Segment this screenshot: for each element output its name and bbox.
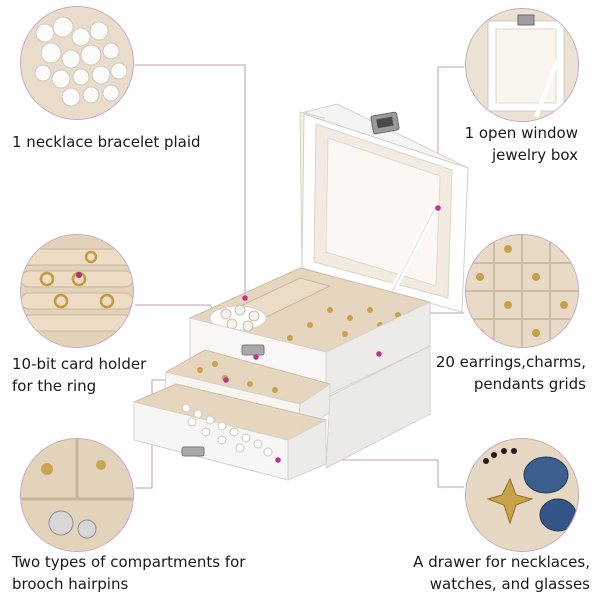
label-open-window: 1 open window jewelry box xyxy=(464,124,578,164)
callout-dots xyxy=(223,205,441,463)
label-necklace-bracelet-plaid: 1 necklace bracelet plaid xyxy=(12,133,201,151)
label-card-holder-ring: 10-bit card holder for the ring xyxy=(12,355,147,395)
ring-holder-detail-image xyxy=(20,234,134,348)
necklaces-drawer-detail-image xyxy=(465,438,579,552)
label-brooch-compartments: Two types of compartments for brooch hai… xyxy=(12,553,246,593)
brooch-compartments-detail-image xyxy=(20,438,134,552)
pearl-necklace-detail-image xyxy=(20,6,134,120)
label-earrings-grids: 20 earrings,charms, pendants grids xyxy=(435,353,586,393)
jewelry-box xyxy=(132,103,470,481)
earring-grid-detail-image xyxy=(465,234,579,348)
open-window-detail-image xyxy=(465,8,579,122)
label-drawer-necklaces: A drawer for necklaces, watches, and gla… xyxy=(413,553,590,593)
